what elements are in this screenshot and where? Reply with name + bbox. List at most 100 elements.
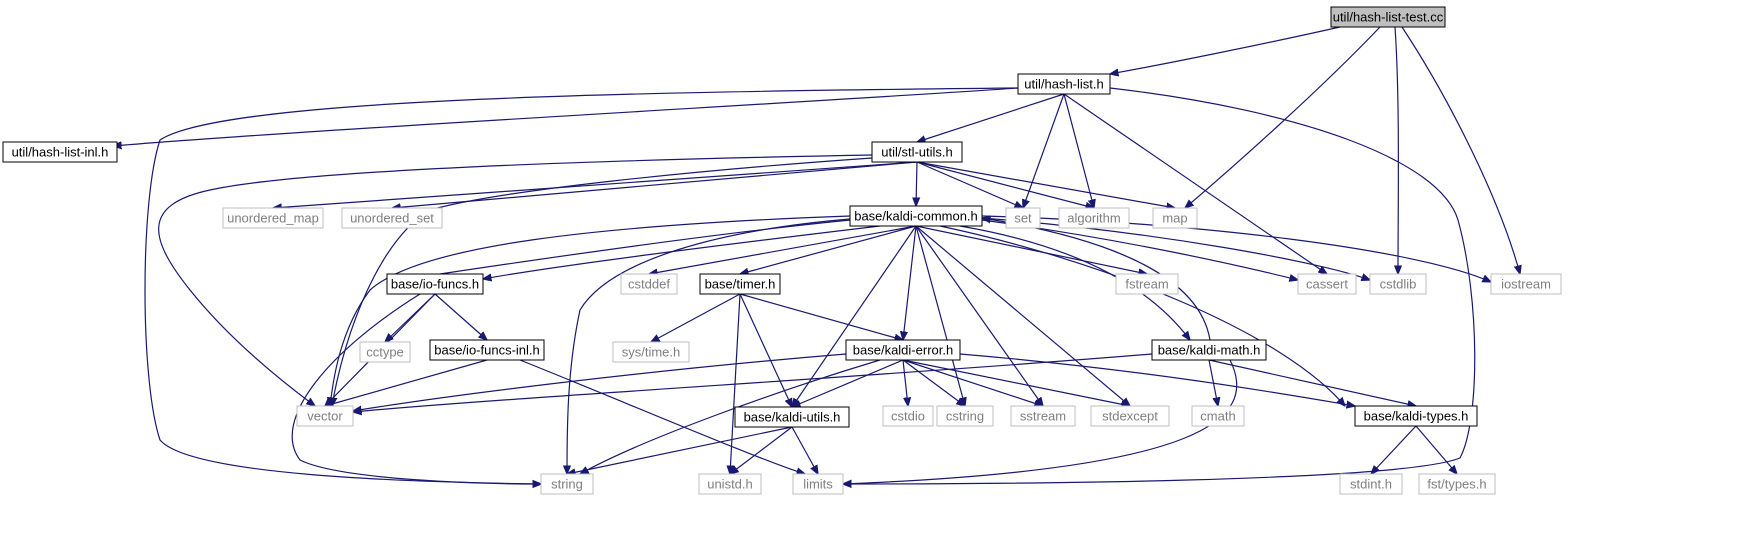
edge-kaldi-common-to-cstring: [915, 225, 965, 406]
edge-kaldi-common-to-timer: [740, 225, 917, 274]
node-label: limits: [803, 477, 833, 492]
edge-stl-utils-to-map: [916, 161, 1175, 208]
node-label: cmath: [1200, 409, 1235, 424]
node-kaldi-error[interactable]: base/kaldi-error.h: [845, 339, 961, 361]
node-stdint: stdint.h: [1339, 473, 1403, 495]
node-label: base/timer.h: [705, 277, 776, 292]
node-label: cstring: [946, 409, 984, 424]
node-label: cassert: [1306, 277, 1348, 292]
edge-kaldi-math-to-vector: [353, 353, 1153, 412]
node-box: [871, 141, 963, 163]
edge-kaldi-types-to-fst-types: [1415, 425, 1457, 474]
node-stl-utils[interactable]: util/stl-utils.h: [871, 141, 963, 163]
edge-kaldi-common-to-kaldi-error: [903, 225, 917, 340]
edge-io-funcs-to-kaldi-common: [439, 218, 872, 275]
node-stdexcept: stdexcept: [1090, 405, 1170, 427]
node-kaldi-utils[interactable]: base/kaldi-utils.h: [734, 406, 850, 428]
node-box: [1339, 473, 1403, 495]
edge-kaldi-utils-to-string: [567, 426, 793, 474]
node-box: [1297, 273, 1357, 295]
node-label: util/hash-list-inl.h: [12, 145, 109, 160]
node-label: util/stl-utils.h: [881, 145, 953, 160]
edge-hash-list-test-to-iostream: [1401, 26, 1520, 274]
node-box: [1490, 273, 1562, 295]
edge-kaldi-common-to-cstdlib: [981, 217, 1370, 280]
edge-io-funcs-inl-to-limits: [519, 359, 805, 474]
edge-stl-utils-to-kaldi-common: [916, 161, 917, 206]
edge-timer-to-sys-time: [651, 293, 741, 342]
node-cctype: cctype: [359, 341, 411, 363]
node-label: fstream: [1125, 277, 1168, 292]
node-hash-list-inl[interactable]: util/hash-list-inl.h: [2, 141, 118, 163]
node-label: base/kaldi-types.h: [1364, 409, 1469, 424]
node-box: [936, 405, 994, 427]
node-box: [1191, 405, 1245, 427]
node-box: [849, 205, 983, 227]
edge-hash-list-to-algorithm: [1063, 93, 1094, 208]
node-box: [2, 141, 118, 163]
node-label: unordered_map: [227, 211, 319, 226]
node-cassert: cassert: [1297, 273, 1357, 295]
node-box: [341, 207, 443, 229]
edge-hash-list-test-to-map: [1185, 26, 1381, 208]
node-box: [1090, 405, 1170, 427]
node-label: cstdlib: [1380, 277, 1417, 292]
edge-hash-list-to-set: [1023, 93, 1065, 208]
node-box: [1017, 73, 1111, 95]
node-timer[interactable]: base/timer.h: [699, 273, 781, 295]
edge-kaldi-error-to-stdexcept: [902, 359, 1130, 406]
edge-stl-utils-to-unordered-set: [392, 161, 918, 208]
node-label: string: [551, 477, 583, 492]
node-box: [699, 273, 781, 295]
node-hash-list[interactable]: util/hash-list.h: [1017, 73, 1111, 95]
edge-kaldi-utils-to-limits: [791, 426, 818, 474]
node-box: [222, 207, 324, 229]
node-label: unordered_set: [350, 211, 434, 226]
edge-hash-list-to-stl-utils: [917, 93, 1065, 142]
node-kaldi-types[interactable]: base/kaldi-types.h: [1354, 405, 1478, 427]
node-unistd: unistd.h: [698, 473, 762, 495]
node-label: cstddef: [628, 277, 670, 292]
edge-kaldi-common-to-sstream: [915, 225, 1043, 406]
node-io-funcs-inl[interactable]: base/io-funcs-inl.h: [429, 339, 545, 361]
node-label: stdint.h: [1350, 477, 1392, 492]
edge-kaldi-error-to-cstring: [902, 359, 965, 406]
edge-kaldi-utils-to-unistd: [730, 426, 793, 474]
edge-timer-to-kaldi-utils: [739, 293, 792, 407]
node-box: [540, 473, 594, 495]
node-box: [734, 406, 850, 428]
node-label: util/hash-list-test.cc: [1333, 10, 1444, 25]
edge-kaldi-common-to-fstream: [915, 225, 1147, 274]
node-vector: vector: [296, 405, 354, 427]
node-label: base/kaldi-math.h: [1158, 343, 1261, 358]
node-box: [1369, 273, 1427, 295]
edge-stl-utils-to-unordered-map: [273, 161, 918, 208]
edge-kaldi-common-to-cstddef: [649, 225, 917, 274]
edge-kaldi-common-to-vector: [330, 215, 851, 406]
edge-stl-utils-to-vector: [332, 157, 873, 406]
node-limits: limits: [792, 473, 844, 495]
node-cstring: cstring: [936, 405, 994, 427]
node-box: [429, 339, 545, 361]
node-cmath: cmath: [1191, 405, 1245, 427]
node-kaldi-common[interactable]: base/kaldi-common.h: [849, 205, 983, 227]
node-cstdio: cstdio: [882, 405, 934, 427]
edge-kaldi-error-to-cstdio: [902, 359, 908, 406]
node-box: [792, 473, 844, 495]
node-fst-types: fst/types.h: [1418, 473, 1496, 495]
edge-io-funcs-to-string: [291, 293, 541, 484]
node-label: sys/time.h: [622, 345, 681, 360]
node-label: sstream: [1020, 409, 1066, 424]
node-label: base/kaldi-utils.h: [744, 410, 841, 425]
node-io-funcs[interactable]: base/io-funcs.h: [386, 273, 484, 295]
node-box: [845, 339, 961, 361]
node-box: [1005, 207, 1041, 229]
edge-kaldi-error-to-kaldi-types: [959, 353, 1355, 406]
node-kaldi-math[interactable]: base/kaldi-math.h: [1151, 339, 1267, 361]
edge-hash-list-to-string: [144, 87, 1019, 484]
node-label: base/io-funcs-inl.h: [434, 343, 540, 358]
node-hash-list-test[interactable]: util/hash-list-test.cc: [1330, 6, 1446, 28]
edge-stl-utils-to-set: [916, 161, 1023, 208]
node-label: stdexcept: [1102, 409, 1158, 424]
node-label: vector: [307, 409, 343, 424]
